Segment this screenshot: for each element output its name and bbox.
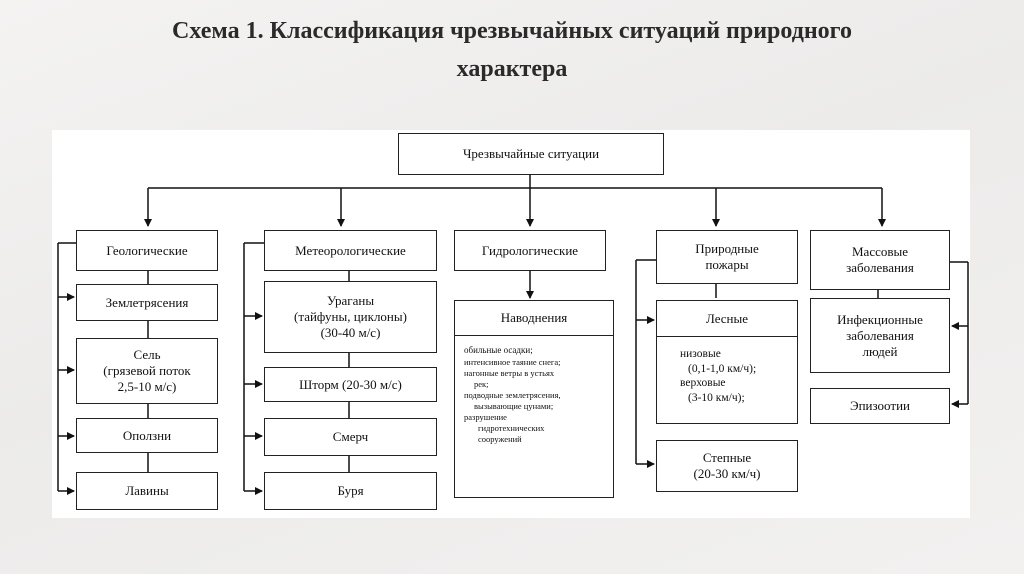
page-title-line-2: характера <box>456 56 568 82</box>
meteorological-label: Метеорологические <box>295 242 406 258</box>
category-geological: Геологические <box>76 230 218 271</box>
item-avalanches: Лавины <box>76 472 218 510</box>
forest-type-1: низовые <box>680 348 721 360</box>
item-mudflow: Сель (грязевой поток 2,5-10 м/с) <box>76 338 218 404</box>
cause-3: нагонные ветры в устьях <box>464 367 555 378</box>
mass-diseases-line-1: Массовые <box>851 244 908 259</box>
hurricanes-line-2: (тайфуны, циклоны) <box>294 309 407 324</box>
item-storm: Шторм (20-30 м/с) <box>264 367 437 402</box>
forest-fires-types-box <box>656 336 798 424</box>
item-floods: Наводнения <box>454 300 614 335</box>
geological-label: Геологические <box>106 242 188 258</box>
hurricanes-line-1: Ураганы <box>326 293 375 308</box>
infectious-line-2: заболевания <box>846 327 914 343</box>
steppe-line-2: (20-30 км/ч) <box>693 466 761 481</box>
epizootics-label: Эпизоотии <box>850 398 910 413</box>
cause-2: интенсивное таяние снега; <box>464 356 561 367</box>
item-epizootics: Эпизоотии <box>810 388 950 424</box>
fires-label-line-1: Природные <box>695 241 759 256</box>
category-natural-fires: Природные пожары <box>656 230 798 284</box>
cause-4: рек; <box>474 378 489 389</box>
mudflow-line-2: (грязевой поток <box>103 363 191 378</box>
forest-type-1-speed: (0,1-1,0 км/ч); <box>688 362 757 375</box>
item-hurricanes: Ураганы (тайфуны, циклоны) (30-40 м/с) <box>264 281 437 353</box>
item-tempest: Буря <box>264 472 437 510</box>
category-hydrological: Гидрологические <box>454 230 606 271</box>
storm-label: Шторм (20-30 м/с) <box>299 376 402 392</box>
cause-5: подводные землетрясения, <box>464 389 561 400</box>
forest-fires-label: Лесные <box>705 310 749 326</box>
tempest-label: Буря <box>337 483 364 498</box>
mudflow-line-3: 2,5-10 м/с) <box>117 379 177 394</box>
cause-9: сооружений <box>478 433 522 444</box>
item-earthquakes: Землетрясения <box>76 284 218 321</box>
mudflow-line-1: Сель <box>133 347 161 362</box>
cause-8: гидротехнических <box>478 422 545 433</box>
item-infectious-diseases: Инфекционные заболевания людей <box>810 298 950 373</box>
floods-causes-box <box>454 335 614 498</box>
item-steppe-fires: Степные (20-30 км/ч) <box>656 440 798 492</box>
tornado-label: Смерч <box>332 429 369 444</box>
hydrological-label: Гидрологические <box>481 242 579 258</box>
forest-type-2-speed: (3-10 км/ч); <box>688 391 745 404</box>
floods-causes-list: обильные осадки; интенсивное таяние снег… <box>464 345 561 445</box>
floods-label: Наводнения <box>500 310 568 325</box>
cause-6: вызывающие цунами; <box>474 400 554 411</box>
category-meteorological: Метеорологические <box>264 230 437 271</box>
cause-7: разрушение <box>464 411 507 422</box>
landslides-label: Оползни <box>122 427 172 443</box>
root-label: Чрезвычайные ситуации <box>462 146 600 161</box>
category-mass-diseases: Массовые заболевания <box>810 230 950 290</box>
forest-fires-types: низовые (0,1-1,0 км/ч); верховые (3-10 к… <box>680 347 756 405</box>
infectious-line-3: людей <box>862 343 898 359</box>
avalanches-label: Лавины <box>125 483 169 498</box>
item-tornado: Смерч <box>264 418 437 456</box>
earthquakes-label: Землетрясения <box>105 294 189 310</box>
infectious-line-1: Инфекционные <box>837 311 923 327</box>
page-title: Схема 1. Классификация чрезвычайных ситу… <box>172 18 852 44</box>
item-forest-fires: Лесные <box>656 300 798 336</box>
mass-diseases-line-2: заболевания <box>846 260 914 275</box>
steppe-line-1: Степные <box>702 450 752 465</box>
item-landslides: Оползни <box>76 418 218 453</box>
fires-label-line-2: пожары <box>705 257 749 272</box>
hurricanes-line-3: (30-40 м/с) <box>320 325 381 340</box>
root-box: Чрезвычайные ситуации <box>398 133 664 175</box>
forest-type-2: верховые <box>680 377 726 389</box>
cause-1: обильные осадки; <box>464 345 533 355</box>
